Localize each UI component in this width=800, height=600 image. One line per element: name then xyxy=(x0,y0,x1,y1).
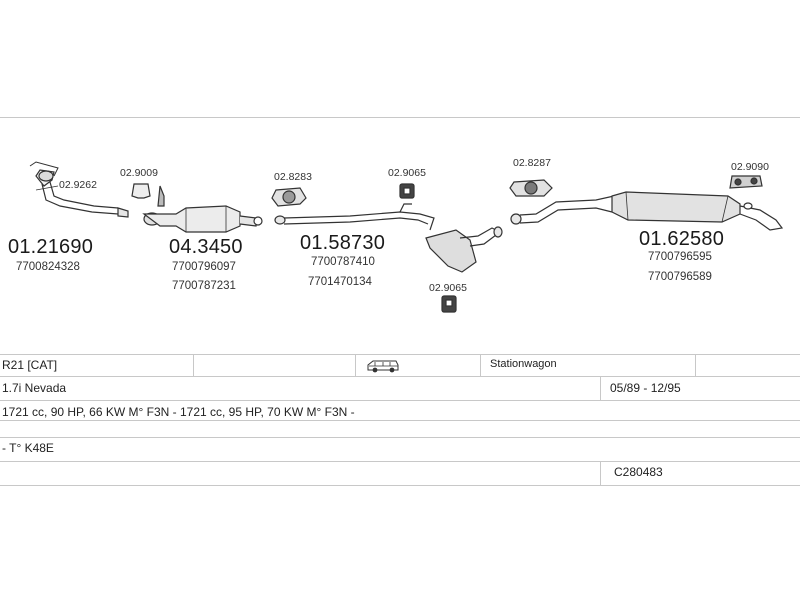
mount-02-9065-lower xyxy=(441,295,457,313)
row-divider xyxy=(0,420,800,421)
oe-number: 7701470134 xyxy=(308,276,372,288)
oe-number: 7700824328 xyxy=(16,261,80,273)
clamp-02-9009 xyxy=(131,183,165,207)
row-divider xyxy=(0,400,800,401)
station-wagon-icon xyxy=(367,360,399,373)
exhaust-system-diagram xyxy=(29,161,784,313)
part-number: 01.21690 xyxy=(8,236,94,258)
accessory-number: 02.9009 xyxy=(120,167,158,179)
accessory-number: 02.9065 xyxy=(388,167,426,179)
production-years: 05/89 - 12/95 xyxy=(610,381,681,395)
part-number: 01.58730 xyxy=(300,232,386,254)
mount-02-9065-upper xyxy=(399,183,415,199)
row-divider xyxy=(0,461,800,462)
system-code: C280483 xyxy=(614,465,663,479)
front-pipe-drawing xyxy=(35,169,129,218)
row-divider xyxy=(0,376,800,377)
oe-number: 7700796595 xyxy=(648,251,712,263)
part-number: 01.62580 xyxy=(639,228,725,250)
rear-silencer-drawing xyxy=(510,191,784,231)
vehicle-variant: 1.7i Nevada xyxy=(2,381,67,395)
vehicle-model: R21 [CAT] xyxy=(2,358,58,372)
accessory-number: 02.9065 xyxy=(429,282,467,294)
oe-number: 7700787410 xyxy=(311,256,375,268)
mount-02-9090 xyxy=(729,175,763,189)
table-bottom-border xyxy=(0,485,800,486)
table-divider xyxy=(695,354,696,376)
table-divider xyxy=(193,354,194,376)
table-divider xyxy=(480,354,481,376)
middle-silencer-drawing xyxy=(274,203,503,273)
table-top-border xyxy=(0,354,800,355)
ring-02-8287 xyxy=(509,179,553,197)
table-divider xyxy=(355,354,356,376)
ring-02-8283 xyxy=(271,187,307,207)
accessory-number: 02.9262 xyxy=(59,179,97,191)
table-divider xyxy=(600,461,601,485)
top-divider xyxy=(0,117,800,118)
body-type: Stationwagon xyxy=(490,358,557,370)
oe-number: 7700796097 xyxy=(172,261,236,273)
part-number: 04.3450 xyxy=(169,236,243,258)
clamp-02-9262 xyxy=(29,161,59,177)
accessory-number: 02.8287 xyxy=(513,157,551,169)
oe-number: 7700796589 xyxy=(648,271,712,283)
accessory-number: 02.9090 xyxy=(731,161,769,173)
engine-spec: 1721 cc, 90 HP, 66 KW M° F3N - 1721 cc, … xyxy=(2,405,355,419)
row-divider xyxy=(0,437,800,438)
table-divider xyxy=(600,376,601,400)
gearbox-spec: - T° K48E xyxy=(2,441,54,455)
oe-number: 7700787231 xyxy=(172,280,236,292)
accessory-number: 02.8283 xyxy=(274,171,312,183)
catalyst-drawing xyxy=(142,205,263,233)
